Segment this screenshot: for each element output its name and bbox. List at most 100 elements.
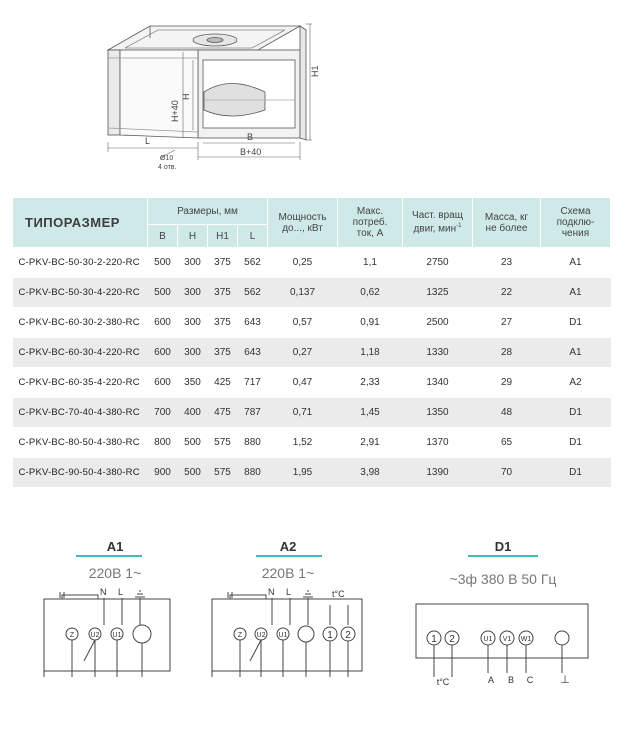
diagram-d1-title: D1	[494, 539, 512, 554]
diagram-a1-terminal-u2: U2	[91, 632, 100, 639]
model-cell: C-PKV-BC-80-50-4-380-RC	[12, 427, 148, 458]
h-cell: 300	[177, 307, 208, 338]
col-l-header: L	[237, 224, 268, 248]
diagram-d1-voltage: ~3ф 380 В 50 Гц	[449, 571, 557, 587]
power-cell: 0,25	[267, 247, 338, 278]
diagram-d1-terminal-w1: W1	[521, 636, 532, 643]
col-h1-header: H1	[207, 224, 238, 248]
scheme-cell: D1	[540, 397, 611, 428]
diagram-a1-label-n: N	[100, 587, 107, 597]
rpm-cell: 1370	[402, 427, 473, 458]
scheme-cell: D1	[540, 307, 611, 338]
power-cell: 0,27	[267, 337, 338, 368]
h-cell: 400	[177, 397, 208, 428]
diagram-a2-label-l: L	[286, 587, 291, 597]
dim-l-label: L	[145, 136, 150, 146]
diagram-a1-label-l: L	[118, 587, 123, 597]
model-cell: C-PKV-BC-50-30-4-220-RC	[12, 277, 148, 308]
h1-cell: 375	[207, 277, 238, 308]
diagram-a2-terminal-z: Z	[238, 632, 243, 639]
wiring-diagram-a1: A1 220В 1~ N L Z U2 U1	[40, 535, 190, 685]
power-cell: 0,71	[267, 397, 338, 428]
rpm-cell: 1330	[402, 337, 473, 368]
diagram-d1-underline	[468, 555, 538, 557]
current-cell: 2,91	[337, 427, 403, 458]
diagram-d1-terminal-v1: V1	[503, 636, 512, 643]
wiring-diagram-d1: D1 ~3ф 380 В 50 Гц 1 2 U1 V1 W1 t°C A B …	[408, 535, 598, 695]
h-cell: 350	[177, 367, 208, 398]
power-cell: 1,52	[267, 427, 338, 458]
l-cell: 787	[237, 397, 268, 428]
model-cell: C-PKV-BC-60-30-2-380-RC	[12, 307, 148, 338]
mass-cell: 23	[472, 247, 541, 278]
dim-b40-label: B+40	[240, 147, 261, 157]
mass-cell: 28	[472, 337, 541, 368]
current-cell: 2,33	[337, 367, 403, 398]
scheme-cell: A1	[540, 247, 611, 278]
dim-h40-label: H+40	[170, 100, 180, 122]
diagram-a1-voltage: 220В 1~	[88, 565, 142, 581]
b-cell: 900	[147, 457, 178, 488]
dim-h-label: H	[181, 94, 191, 101]
h1-cell: 375	[207, 337, 238, 368]
current-cell: 0,62	[337, 277, 403, 308]
rpm-cell: 1350	[402, 397, 473, 428]
fan-technical-drawing: H1 H+40 H L B B+40 Ø10 4 отв.	[106, 23, 320, 171]
diagram-a2-title: A2	[279, 539, 297, 554]
l-cell: 562	[237, 277, 268, 308]
h-cell: 300	[177, 277, 208, 308]
h1-cell: 375	[207, 247, 238, 278]
diagram-a2-label-tc: t°C	[332, 589, 345, 599]
l-cell: 643	[237, 337, 268, 368]
diagram-d1-label-tc: t°C	[437, 677, 450, 687]
diagram-d1-terminal-2: 2	[449, 634, 455, 645]
power-cell: 1,95	[267, 457, 338, 488]
model-cell: C-PKV-BC-60-35-4-220-RC	[12, 367, 148, 398]
b-cell: 600	[147, 367, 178, 398]
rpm-cell: 1325	[402, 277, 473, 308]
diagram-d1-label-c: C	[527, 675, 534, 685]
diagram-a2-terminal-u2: U2	[257, 632, 266, 639]
col-h-header: H	[177, 224, 208, 248]
diagram-a2-schematic: N L t°C Z U2 U1 1 2	[211, 587, 363, 677]
diagram-a2-terminal-1: 1	[327, 630, 333, 641]
l-cell: 643	[237, 307, 268, 338]
current-cell: 1,45	[337, 397, 403, 428]
rpm-cell: 2750	[402, 247, 473, 278]
l-cell: 880	[237, 457, 268, 488]
l-cell: 562	[237, 247, 268, 278]
h1-cell: 375	[207, 307, 238, 338]
model-cell: C-PKV-BC-60-30-4-220-RC	[12, 337, 148, 368]
diagram-a2-terminal-u1: U1	[279, 632, 288, 639]
power-cell: 0,57	[267, 307, 338, 338]
diagram-a1-schematic: N L Z U2 U1	[43, 587, 171, 677]
diagram-a2-voltage: 220В 1~	[261, 565, 315, 581]
h-cell: 500	[177, 457, 208, 488]
mass-cell: 27	[472, 307, 541, 338]
mass-cell: 29	[472, 367, 541, 398]
l-cell: 880	[237, 427, 268, 458]
scheme-cell: A1	[540, 277, 611, 308]
model-cell: C-PKV-BC-70-40-4-380-RC	[12, 397, 148, 428]
diagram-a2-terminal-2: 2	[345, 630, 351, 641]
current-cell: 1,1	[337, 247, 403, 278]
h-cell: 300	[177, 247, 208, 278]
b-cell: 500	[147, 277, 178, 308]
diagram-d1-label-b: B	[508, 675, 514, 685]
model-cell: C-PKV-BC-90-50-4-380-RC	[12, 457, 148, 488]
current-cell: 3,98	[337, 457, 403, 488]
h1-cell: 575	[207, 427, 238, 458]
diagram-d1-terminal-u1: U1	[484, 636, 493, 643]
h1-cell: 475	[207, 397, 238, 428]
diagram-a2-label-n: N	[268, 587, 275, 597]
scheme-cell: A2	[540, 367, 611, 398]
current-cell: 1,18	[337, 337, 403, 368]
